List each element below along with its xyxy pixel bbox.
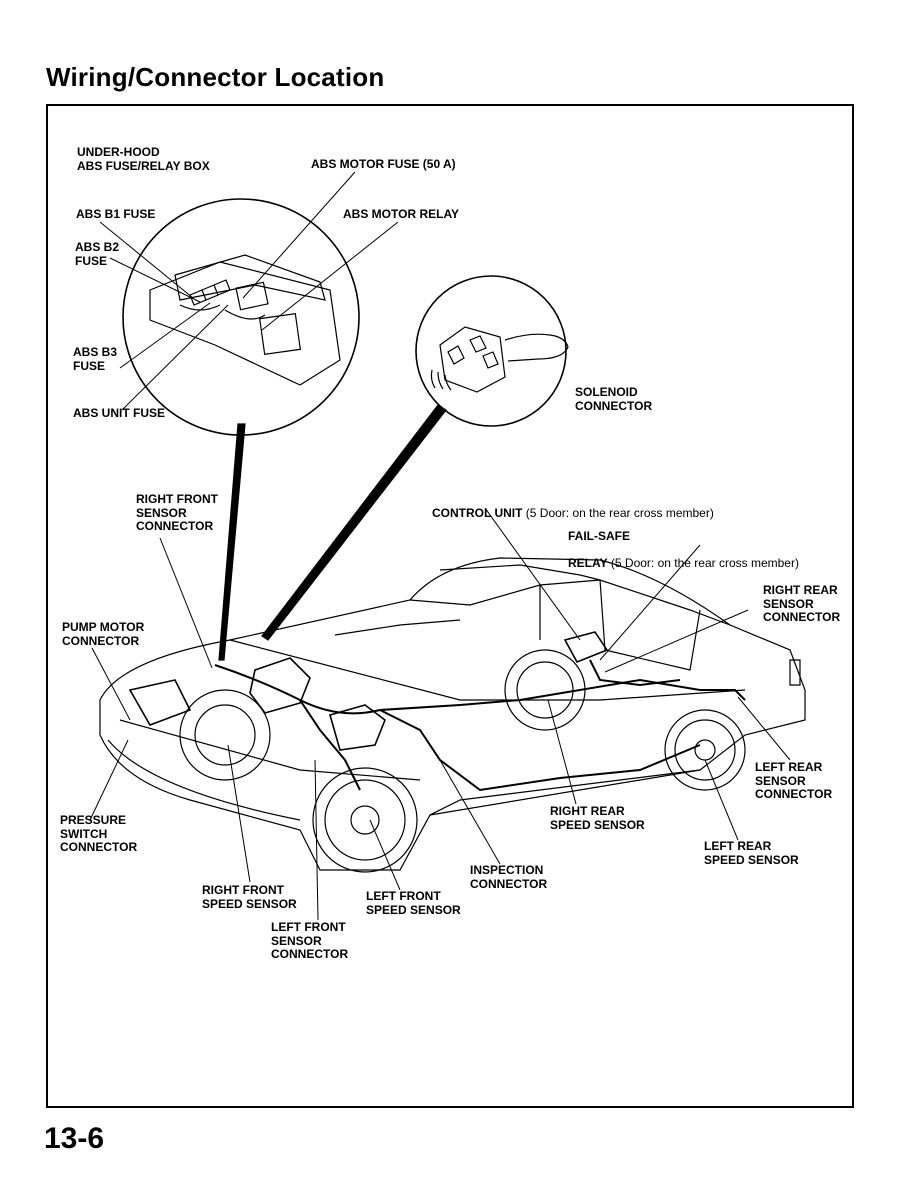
failsafe-note: (5 Door: on the rear cross member): [607, 555, 799, 570]
wheel-left-rear: [664, 709, 746, 791]
control-unit-note: (5 Door: on the rear cross member): [522, 505, 714, 520]
page-number: 13-6: [44, 1122, 105, 1155]
label-solenoid-connector: SOLENOID CONNECTOR: [575, 385, 653, 413]
control-unit: [563, 631, 609, 664]
label-b3-fuse: ABS B3 FUSE: [73, 345, 118, 373]
brake-harness: [214, 664, 746, 715]
label-motor-fuse: ABS MOTOR FUSE (50 A): [311, 157, 456, 171]
wheel-left-front: [312, 767, 418, 873]
label-motor-relay: ABS MOTOR RELAY: [343, 207, 460, 221]
failsafe-line1: FAIL-SAFE: [568, 528, 630, 543]
label-b1-fuse: ABS B1 FUSE: [76, 207, 156, 221]
car-body: [99, 557, 806, 871]
label-lf-speed-sensor: LEFT FRONT SPEED SENSOR: [366, 889, 461, 917]
label-unit-fuse: ABS UNIT FUSE: [73, 406, 166, 420]
wheel-right-front: [179, 689, 271, 781]
solenoid-connector: [439, 326, 506, 393]
label-lf-sensor-connector: LEFT FRONT SENSOR CONNECTOR: [271, 920, 349, 961]
label-rf-speed-sensor: RIGHT FRONT SPEED SENSOR: [202, 883, 297, 911]
label-b2-fuse: ABS B2 FUSE: [75, 240, 120, 268]
solenoid-detail-circle: [415, 275, 567, 427]
fuse-box-body: [149, 261, 341, 386]
failsafe-line2: RELAY: [568, 555, 608, 570]
label-underhood-box: UNDER-HOOD ABS FUSE/RELAY BOX: [77, 145, 210, 173]
modulator-unit: [249, 657, 311, 714]
label-inspection-connector: INSPECTION CONNECTOR: [470, 863, 548, 891]
control-unit-name: CONTROL UNIT: [432, 505, 523, 520]
label-failsafe-relay: FAIL-SAFE RELAY (5 Door: on the rear cro…: [568, 516, 799, 570]
label-pressure-switch-connector: PRESSURE SWITCH CONNECTOR: [60, 813, 138, 854]
label-rr-speed-sensor: RIGHT REAR SPEED SENSOR: [550, 804, 645, 832]
label-rf-sensor-connector: RIGHT FRONT SENSOR CONNECTOR: [136, 492, 218, 533]
label-pump-motor-connector: PUMP MOTOR CONNECTOR: [62, 620, 145, 648]
label-lr-sensor-connector: LEFT REAR SENSOR CONNECTOR: [755, 760, 833, 801]
page-title: Wiring/Connector Location: [46, 62, 385, 92]
label-rr-sensor-connector: RIGHT REAR SENSOR CONNECTOR: [763, 583, 841, 624]
label-control-unit: CONTROL UNIT (5 Door: on the rear cross …: [432, 493, 714, 520]
label-lr-speed-sensor: LEFT REAR SPEED SENSOR: [704, 839, 799, 867]
diagram-frame: [46, 104, 854, 1108]
